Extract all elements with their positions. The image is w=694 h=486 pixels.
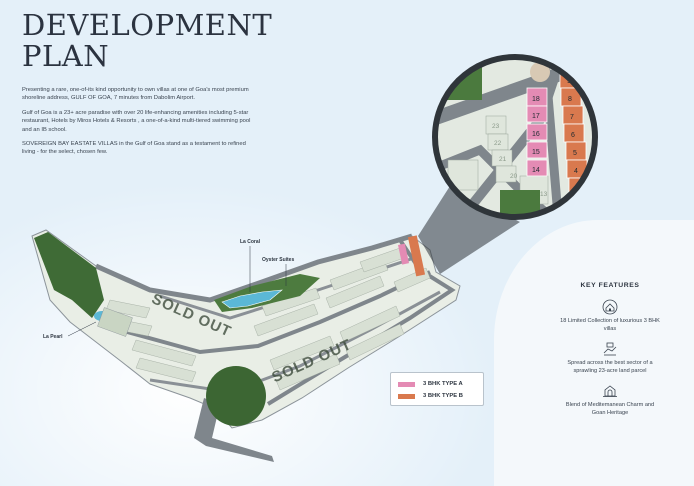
inset-type-a-numbers: 18 17 16 15 14 <box>532 96 540 174</box>
key-features-heading: KEY FEATURES <box>580 282 640 289</box>
perimeter-road <box>94 233 413 303</box>
svg-text:1: 1 <box>579 222 583 229</box>
villa-strip-main <box>398 235 426 277</box>
la-pearl-amenity <box>97 307 133 337</box>
svg-text:8: 8 <box>568 96 572 103</box>
inset-type-a-plots <box>526 87 548 177</box>
svg-text:4: 4 <box>574 168 578 175</box>
forest-south <box>206 366 266 426</box>
intro-paragraph-3: SOVEREIGN BAY EASTATE VILLAS in the Gulf… <box>22 141 246 156</box>
legend-swatch-type-a <box>398 381 415 387</box>
svg-text:18: 18 <box>532 96 540 103</box>
legend-label-type-b: 3 BHK TYPE B <box>423 393 463 399</box>
legend-item-type-b: 3 BHK TYPE B <box>398 390 476 402</box>
feature-item-heritage: Blend of Meditemanean Charm and Goan Her… <box>540 383 680 417</box>
forest-west <box>34 232 104 318</box>
la-pearl-label: La Pearl <box>43 334 63 340</box>
title-line-1: DEVELOPMENT <box>22 8 273 42</box>
title-line-2: PLAN <box>22 39 110 73</box>
main-road <box>119 270 431 355</box>
resort-pool <box>221 289 283 309</box>
svg-text:12: 12 <box>524 43 532 50</box>
magnifier-connector <box>418 186 520 274</box>
key-features: KEY FEATURES 18 Limited Collection of lu… <box>540 282 680 426</box>
heritage-icon <box>603 385 617 398</box>
svg-text:16: 16 <box>532 131 540 138</box>
svg-text:11: 11 <box>550 39 557 46</box>
svg-text:5: 5 <box>573 150 577 157</box>
svg-text:22: 22 <box>494 140 502 147</box>
intro-text: Presenting a rare, one-of-its kind oppor… <box>22 86 260 163</box>
svg-text:2: 2 <box>577 204 581 211</box>
legend-label-type-a: 3 BHK TYPE A <box>423 381 463 387</box>
page-title: DEVELOPMENT PLAN <box>22 10 272 72</box>
svg-text:7: 7 <box>570 114 574 121</box>
inset-frame <box>432 54 598 220</box>
feature-text-villas: 18 Limited Collection of luxurious 3 BHK… <box>560 318 660 332</box>
svg-text:14: 14 <box>532 167 540 174</box>
svg-text:20: 20 <box>510 173 518 180</box>
la-coral-label: La Coral <box>240 239 261 245</box>
feature-text-land-parcel: Spread across the best sector of a spraw… <box>567 360 653 374</box>
intro-paragraph-1: Presenting a rare, one-of-its kind oppor… <box>22 87 249 102</box>
svg-text:23: 23 <box>492 123 500 130</box>
svg-text:13: 13 <box>540 191 548 198</box>
oyster-suites-label: Oyster Suites <box>262 257 294 263</box>
svg-text:6: 6 <box>571 132 575 139</box>
feature-text-heritage: Blend of Meditemanean Charm and Goan Her… <box>565 402 655 416</box>
svg-text:15: 15 <box>532 149 540 156</box>
plot-grid <box>105 247 431 391</box>
legend-swatch-type-b <box>398 393 415 399</box>
land-parcel-icon <box>603 342 617 356</box>
plot-type-legend: 3 BHK TYPE A 3 BHK TYPE B <box>390 372 484 406</box>
svg-text:17: 17 <box>532 113 540 120</box>
villa-icon <box>602 299 618 315</box>
inset-other-numbers: 12 11 23 22 21 20 13 <box>492 39 557 198</box>
legend-item-type-a: 3 BHK TYPE A <box>398 378 476 390</box>
svg-text:10: 10 <box>563 60 571 67</box>
intro-paragraph-2: Gulf of Goa is a 23+ acre paradise with … <box>22 109 251 133</box>
feature-item-villas: 18 Limited Collection of luxurious 3 BHK… <box>540 299 680 333</box>
la-pearl-leader <box>67 321 97 337</box>
feature-item-land-parcel: Spread across the best sector of a spraw… <box>540 341 680 375</box>
svg-text:21: 21 <box>499 156 507 163</box>
